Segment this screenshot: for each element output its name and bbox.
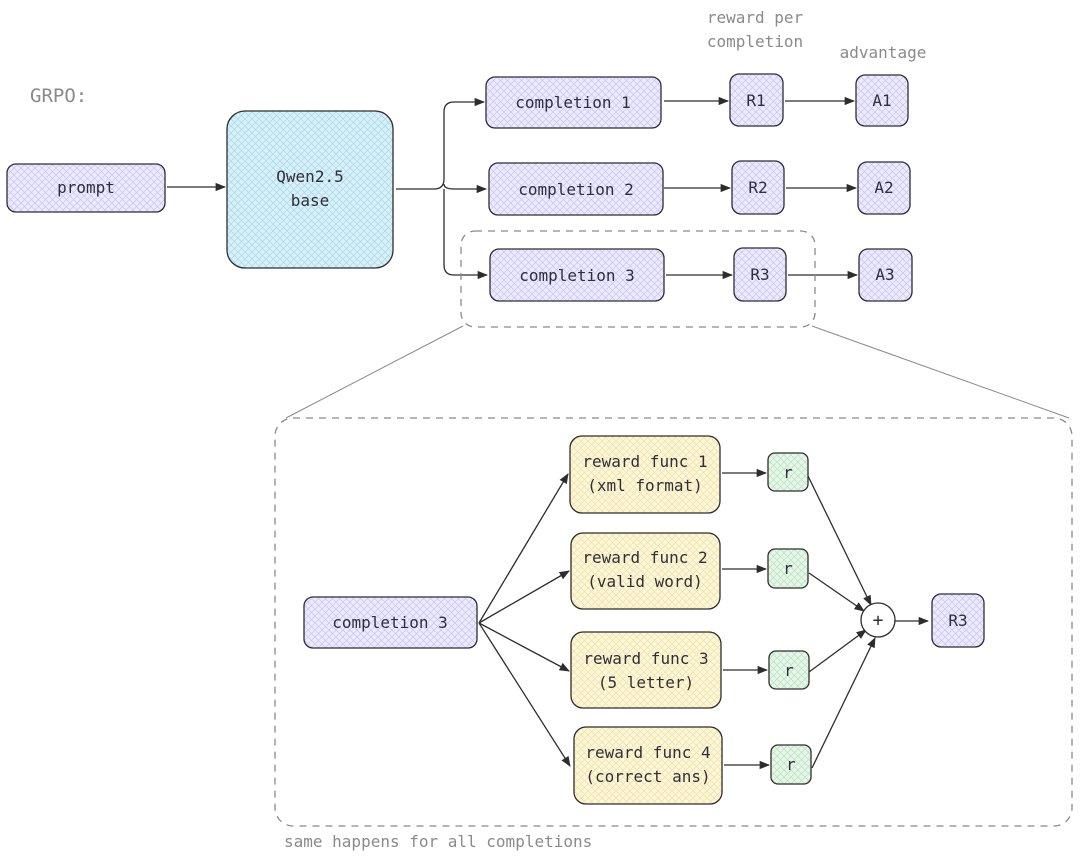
prompt-node: prompt (6, 163, 166, 213)
detail-edges (478, 468, 930, 770)
zoom-line-left (285, 325, 464, 419)
a1-label: A1 (872, 91, 891, 110)
prompt-label: prompt (57, 178, 115, 197)
reward-func-3-desc: (5 letter) (598, 673, 694, 692)
completion-3-highlight (460, 230, 816, 328)
edge-completion-func-3 (478, 622, 570, 672)
reward-func-1-name: reward func 1 (582, 452, 707, 471)
r1-label: R1 (746, 91, 765, 110)
reward-r-4-node: r (770, 744, 812, 785)
completion-1-node: completion 1 (485, 76, 662, 129)
completion-3-node: completion 3 (489, 248, 665, 302)
edge-r1-sum (807, 475, 872, 606)
reward-func-2-desc: (valid word) (587, 572, 703, 591)
reward-r-3-node: r (768, 650, 810, 690)
edge-completion-func-1 (478, 473, 569, 624)
edge-r2-sum (808, 572, 865, 612)
edge-r4-sum (811, 637, 876, 769)
a3-node: A3 (858, 248, 913, 302)
completion-2-label: completion 2 (518, 180, 634, 199)
edge-r3-sum (808, 629, 867, 673)
reward-func-1-node: reward func 1 (xml format) (569, 435, 721, 514)
a2-label: A2 (874, 178, 893, 197)
edge-model-completion-3 (443, 189, 489, 280)
edge-model-completion-1 (396, 97, 486, 190)
detail-footnote: same happens for all completions (284, 832, 592, 851)
reward-func-1-desc: (xml format) (587, 476, 703, 495)
diagram-title: GRPO: (30, 85, 87, 107)
a3-label: A3 (875, 265, 894, 284)
zoom-line-right (811, 325, 1070, 419)
reward-func-4-desc: (correct ans) (585, 767, 710, 786)
r3-node: R3 (733, 247, 787, 302)
completion-3-label: completion 3 (519, 266, 635, 285)
top-edges (167, 96, 859, 280)
model-label-line1: Qwen2.5 (276, 167, 343, 186)
edge-completion-func-2 (478, 570, 570, 624)
reward-r-1-node: r (767, 452, 809, 492)
edge-completion-func-4 (478, 622, 571, 767)
model-label-line2: base (291, 191, 330, 210)
detail-panel (274, 417, 1073, 827)
detail-completion-label: completion 3 (332, 613, 448, 632)
r1-node: R1 (729, 73, 784, 127)
reward-func-2-node: reward func 2 (valid word) (570, 532, 721, 610)
detail-completion-node: completion 3 (303, 596, 478, 649)
reward-per-completion-label-line1: reward per (707, 8, 804, 27)
detail-r3-node: R3 (931, 593, 985, 648)
completion-1-label: completion 1 (515, 93, 631, 112)
a2-node: A2 (857, 161, 911, 215)
model-node: Qwen2.5 base (226, 110, 394, 269)
reward-r-2-node: r (767, 548, 809, 589)
sum-icon: + (873, 610, 884, 631)
edge-model-completion-2 (443, 183, 488, 194)
completion-2-node: completion 2 (488, 162, 664, 216)
reward-r-1-label: r (783, 463, 793, 482)
reward-func-2-name: reward func 2 (582, 548, 707, 567)
r2-node: R2 (731, 160, 785, 215)
sum-node: + (860, 602, 896, 638)
reward-func-4-node: reward func 4 (correct ans) (573, 726, 723, 805)
reward-func-4-name: reward func 4 (585, 743, 710, 762)
reward-r-2-label: r (783, 559, 793, 578)
reward-r-3-label: r (784, 661, 794, 680)
detail-r3-label: R3 (948, 611, 967, 630)
reward-r-4-label: r (786, 755, 796, 774)
a1-node: A1 (855, 74, 909, 127)
reward-func-3-name: reward func 3 (583, 649, 708, 668)
r2-label: R2 (748, 178, 767, 197)
reward-func-3-node: reward func 3 (5 letter) (570, 631, 722, 709)
reward-per-completion-label-line2: completion (707, 32, 803, 51)
advantage-label: advantage (840, 43, 927, 62)
r3-label: R3 (750, 265, 769, 284)
